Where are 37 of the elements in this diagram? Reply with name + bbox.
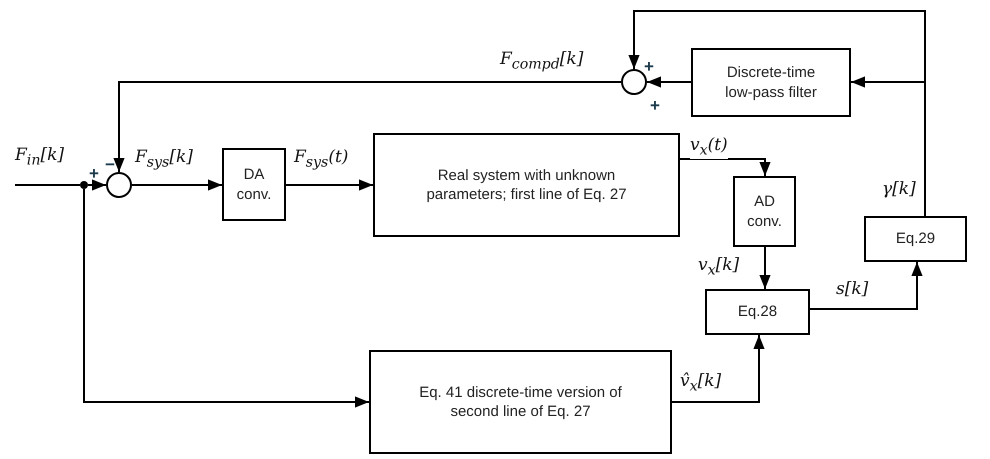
sign-label: + — [644, 58, 654, 75]
arrow — [286, 179, 373, 191]
block-box — [222, 148, 286, 221]
summing-junction — [621, 69, 647, 95]
edge-label: s[k] — [836, 280, 868, 299]
arrow — [83, 189, 369, 408]
arrow — [132, 179, 222, 191]
summing-junction — [106, 172, 132, 198]
arrow — [680, 158, 771, 176]
arrow — [647, 76, 691, 88]
block-label: Eq. 41 discrete-time version of second line of Eq. 27 — [418, 382, 623, 422]
arrow — [113, 81, 621, 172]
edge-label: F$_{sys}$[k] — [135, 148, 193, 171]
block-box — [373, 133, 680, 237]
arrow — [759, 247, 771, 289]
edge-label: v$_{x}$(t) — [690, 136, 728, 159]
sign-label: + — [650, 97, 660, 114]
sign-label: − — [105, 156, 115, 173]
edge-label: γ[k] — [882, 180, 916, 199]
arrow — [672, 335, 765, 403]
block-label: AD conv. — [746, 192, 783, 231]
sign-label: + — [89, 165, 99, 182]
block-label: Discrete-time low-pass filter — [724, 63, 818, 102]
edge-label: F$_{compd}$[k] — [500, 50, 584, 73]
block-label: Eq.28 — [738, 302, 778, 322]
block-box — [864, 216, 967, 262]
block-label: Eq.29 — [896, 229, 936, 249]
block-label: Real system with unknown parameters; first line of Eq. 27 — [425, 166, 628, 204]
edge-label: F$_{sys}$(t) — [294, 148, 348, 171]
branch-point — [80, 181, 88, 189]
block-box — [733, 176, 796, 247]
block-label: DA conv. — [236, 165, 272, 204]
block-box — [691, 48, 851, 117]
arrow — [88, 179, 106, 191]
arrow — [810, 262, 923, 310]
block-box — [369, 350, 672, 454]
block-box — [705, 289, 810, 335]
